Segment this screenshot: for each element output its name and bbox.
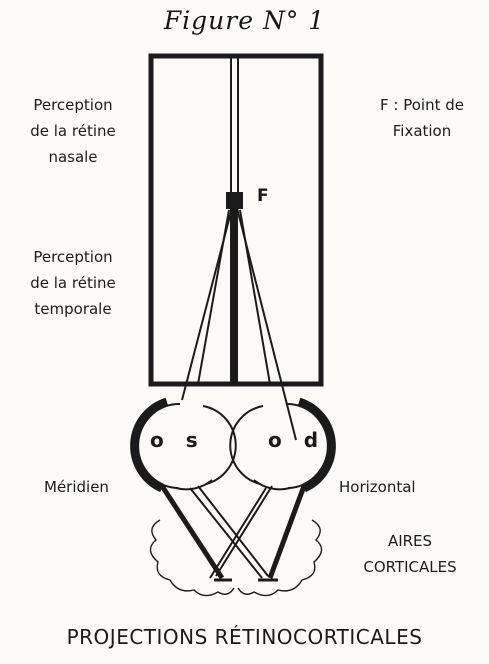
right-temporal-tract: [270, 486, 304, 578]
projection-line-f-left-b: [198, 210, 229, 384]
label-nasal-line-2: de la rétine: [8, 118, 138, 144]
label-fixation-line-2: Fixation: [360, 118, 484, 144]
fixation-point-letter: F: [257, 186, 269, 206]
left-temporal-tract: [162, 486, 222, 578]
label-nasal-line-3: nasale: [8, 144, 138, 170]
label-meridian: Méridien: [44, 474, 109, 500]
label-fixation-point: F : Point de Fixation: [360, 92, 484, 144]
label-temporal-line-1: Perception: [8, 244, 138, 270]
right-eye-label: od: [268, 428, 340, 452]
label-nasal-line-1: Perception: [8, 92, 138, 118]
label-horizontal: Horizontal: [339, 474, 416, 500]
label-temporal-line-3: temporale: [8, 296, 138, 322]
bottom-caption: PROJECTIONS RÉTINOCORTICALES: [0, 625, 489, 649]
left-nasal-crossing-a: [190, 488, 262, 578]
label-cortical-line-1: AIRES: [340, 528, 480, 554]
label-temporal-retina: Perception de la rétine temporale: [8, 244, 138, 322]
fixation-point-marker: [226, 192, 243, 209]
right-nasal-crossing-b: [210, 488, 266, 578]
left-nasal-crossing-b: [198, 486, 268, 576]
left-eye-label: os: [150, 428, 220, 452]
label-cortical-areas: AIRES CORTICALES: [340, 528, 480, 580]
label-temporal-line-2: de la rétine: [8, 270, 138, 296]
label-cortical-line-2: CORTICALES: [340, 554, 480, 580]
label-fixation-line-1: F : Point de: [360, 92, 484, 118]
label-nasal-retina: Perception de la rétine nasale: [8, 92, 138, 170]
projection-line-f-right-b: [240, 210, 270, 384]
